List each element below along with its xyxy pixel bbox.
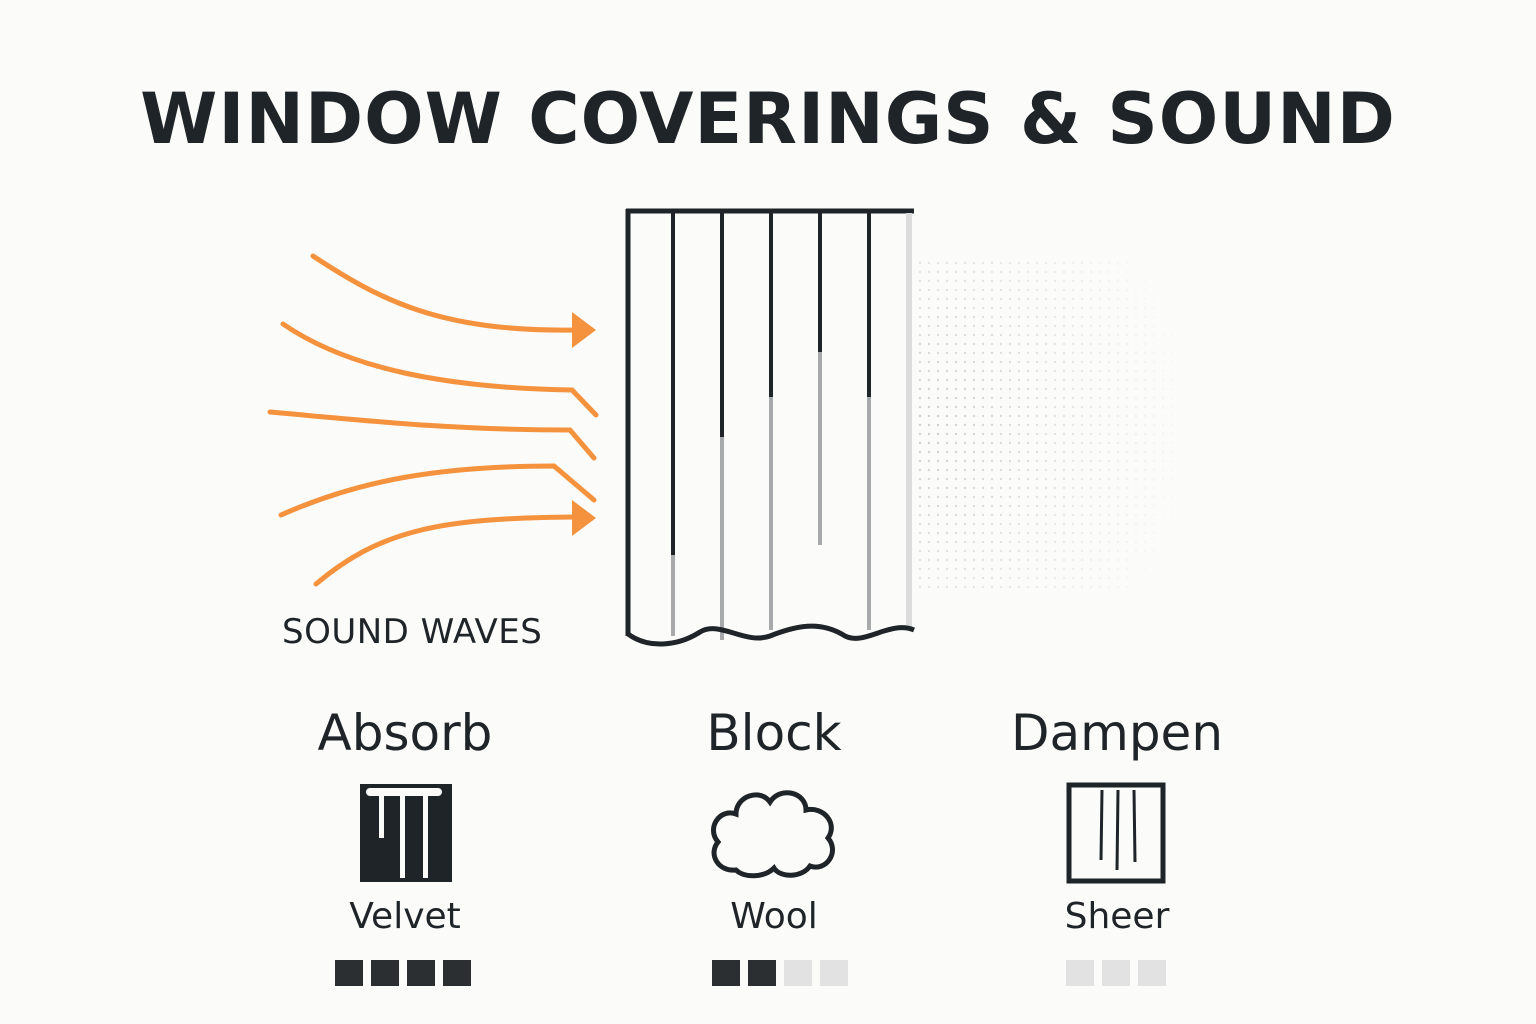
rating-wool — [712, 960, 848, 986]
rating-square — [443, 960, 471, 986]
arrowhead-5 — [572, 500, 596, 536]
rating-square — [1138, 960, 1166, 986]
sound-waves-label: SOUND WAVES — [282, 612, 543, 652]
wool-cloud-icon — [711, 790, 835, 879]
rating-square — [371, 960, 399, 986]
category-title: Dampen — [1010, 704, 1224, 762]
sheer-curtain-icon — [1066, 782, 1166, 884]
material-label: Sheer — [1064, 896, 1170, 937]
page-title: WINDOW COVERINGS & SOUND — [140, 78, 1396, 160]
category-absorb: Absorb — [255, 704, 555, 762]
rating-velvet — [335, 960, 471, 986]
sound-wave-2 — [280, 321, 599, 418]
material-velvet: Velvet — [255, 896, 555, 937]
sound-wave-1 — [310, 253, 578, 333]
sound-dissipation-dots — [915, 260, 1175, 590]
sound-waves — [267, 253, 599, 587]
rating-square — [1066, 960, 1094, 986]
category-block: Block — [624, 704, 924, 762]
rating-square — [748, 960, 776, 986]
material-label: Velvet — [349, 896, 461, 937]
category-dampen: Dampen — [967, 704, 1267, 762]
rating-sheer — [1066, 960, 1166, 986]
material-label: Wool — [730, 896, 818, 937]
rating-square — [335, 960, 363, 986]
sound-wave-4 — [278, 463, 597, 518]
sound-wave-3 — [267, 409, 597, 461]
material-sheer: Sheer — [967, 896, 1267, 937]
category-title: Absorb — [317, 704, 493, 762]
curtain — [625, 208, 915, 647]
sound-wave-5 — [313, 514, 578, 587]
arrowhead-1 — [572, 312, 596, 348]
category-title: Block — [706, 704, 842, 762]
rating-square — [784, 960, 812, 986]
velvet-curtain-icon — [360, 784, 452, 882]
material-wool: Wool — [624, 896, 924, 937]
rating-square — [712, 960, 740, 986]
rating-square — [407, 960, 435, 986]
rating-square — [1102, 960, 1130, 986]
rating-square — [820, 960, 848, 986]
